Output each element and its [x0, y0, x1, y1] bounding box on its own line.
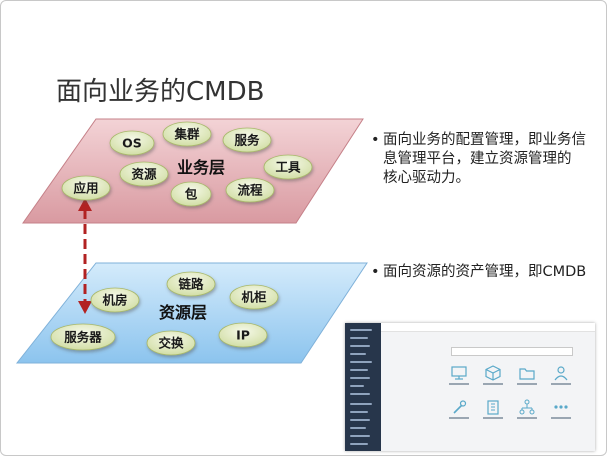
node-label: 流程: [237, 183, 263, 198]
bullet-line: 息管理平台，建立资源管理的: [383, 151, 572, 167]
node-label: 包: [184, 187, 198, 202]
node-label: 链路: [178, 277, 204, 292]
bullet-line: 核心驱动力。: [383, 170, 470, 186]
bullet-business: • 面向业务的配置管理，即业务信 息管理平台，建立资源管理的 核心驱动力。: [371, 131, 606, 188]
slide-title: 面向业务的CMDB: [56, 77, 265, 107]
resource-node: 服务器: [50, 323, 116, 351]
layer-link-arrow: [78, 198, 92, 314]
business-node: 服务: [222, 127, 272, 153]
bullet-line: 面向资源的资产管理，即CMDB: [383, 264, 587, 280]
tool-icon: [449, 399, 469, 419]
node-label: OS: [122, 136, 142, 151]
node-label: 服务: [234, 133, 260, 148]
node-label: 集群: [173, 127, 200, 142]
dots-icon: [551, 399, 571, 419]
resource-node: 交换: [146, 330, 196, 356]
screenshot-main: [381, 323, 595, 451]
node-label: 服务器: [64, 330, 102, 345]
resource-node: 机柜: [229, 284, 279, 310]
business-node: OS: [109, 130, 155, 156]
business-node: 应用: [61, 175, 111, 201]
node-label: 机柜: [241, 290, 267, 305]
bullet-line: 面向业务的配置管理，即业务信: [383, 132, 586, 148]
business-node: 流程: [225, 177, 275, 203]
user-icon: [551, 365, 571, 385]
business-node: 包: [170, 181, 212, 207]
node-label: 工具: [275, 160, 301, 175]
node-label: 资源: [131, 167, 157, 182]
folder-icon: [517, 365, 537, 385]
node-label: 应用: [73, 181, 98, 196]
resource-node: 链路: [166, 271, 216, 297]
screenshot-search-input: [451, 347, 573, 356]
business-node: 工具: [263, 154, 313, 180]
cube-icon: [483, 365, 503, 385]
bullet-dot: •: [371, 264, 380, 280]
business-node: 集群: [162, 121, 212, 147]
screenshot-topbar: [381, 323, 595, 332]
node-label: IP: [236, 328, 250, 343]
node-label: 机房: [102, 293, 127, 308]
bullet-dot: •: [371, 132, 380, 148]
resource-layer-label: 资源层: [159, 303, 207, 322]
building-icon: [483, 399, 503, 419]
cmdb-app-screenshot: [345, 323, 595, 451]
business-layer-label: 业务层: [177, 158, 225, 177]
resource-node: IP: [218, 322, 268, 348]
resource-node: 机房: [90, 287, 140, 313]
node-label: 交换: [158, 336, 184, 351]
monitor-icon: [449, 365, 469, 385]
network-icon: [517, 399, 537, 419]
screenshot-sidebar: [345, 323, 381, 451]
business-layer-plane: [22, 118, 364, 224]
bullet-resource: • 面向资源的资产管理，即CMDB: [371, 263, 606, 282]
business-node: 资源: [119, 161, 169, 187]
